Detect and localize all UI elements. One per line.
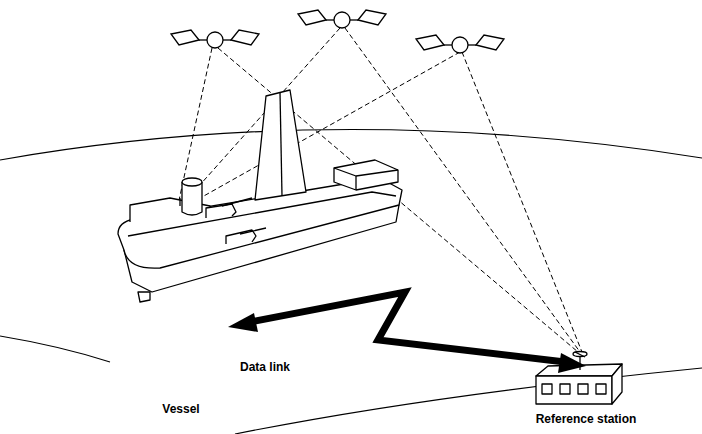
vessel-label: Vessel xyxy=(160,403,201,416)
station-label: Reference station xyxy=(534,413,639,426)
link-label: Data link xyxy=(238,361,292,374)
satellites xyxy=(171,10,504,53)
earth-outline xyxy=(0,129,702,434)
vessel-drawing xyxy=(118,90,402,302)
